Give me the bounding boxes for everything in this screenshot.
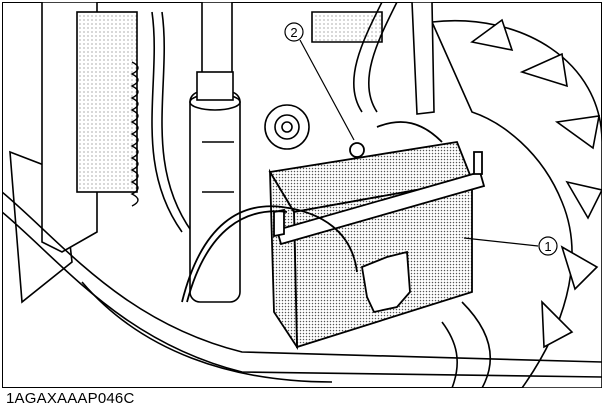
frame-structure: [2, 2, 602, 383]
figure-code: 1AGAXAAAP046C: [6, 390, 135, 407]
battery-cable: [181, 121, 443, 303]
leader-lines: [299, 39, 539, 247]
callout-2: 2: [284, 22, 304, 42]
callout-1-number: 1: [544, 239, 551, 254]
filter-cylinder: [189, 71, 241, 303]
spring-illustration: [130, 61, 139, 207]
horn-illustration: [264, 104, 310, 150]
callout-2-number: 2: [290, 25, 297, 40]
battery-illustration: [268, 140, 486, 351]
callout-1: 1: [538, 236, 558, 256]
leader-line-2: [299, 39, 355, 141]
leader-line-1: [463, 237, 539, 247]
battery-diagram: 2 1: [2, 2, 602, 388]
tire-illustration: [430, 18, 602, 388]
